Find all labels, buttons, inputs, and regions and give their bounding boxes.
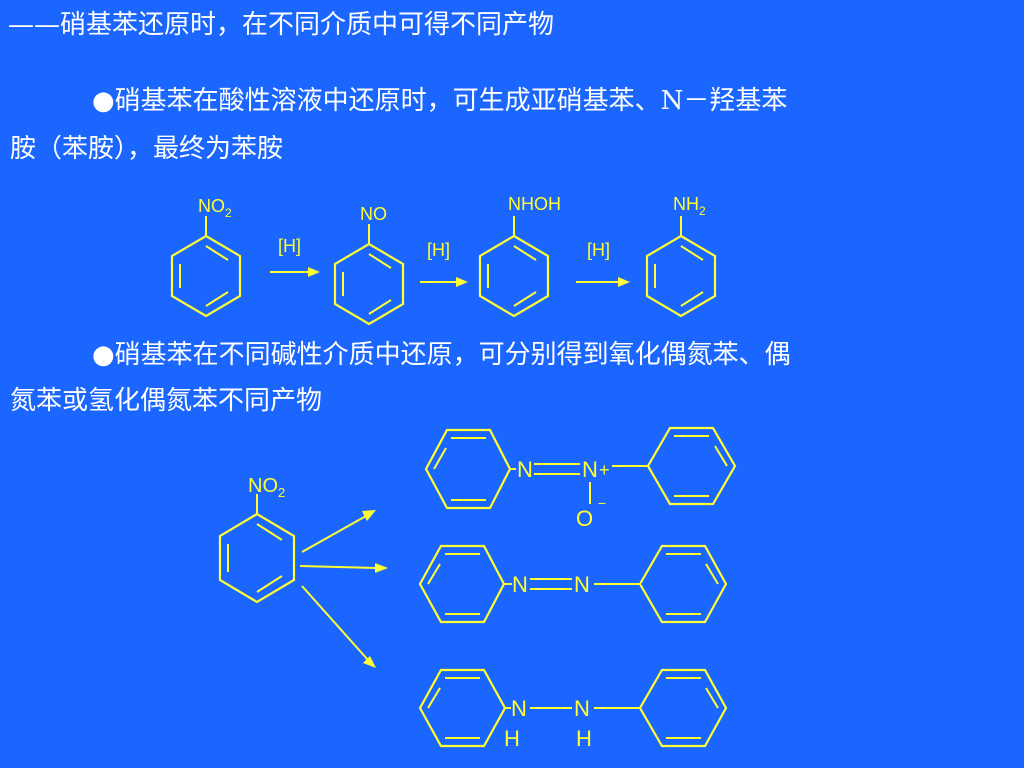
paragraph-basic-line2: 氮苯或氢化偶氮苯不同产物 <box>10 386 323 416</box>
paragraph-basic-line1: ●硝基苯在不同碱性介质中还原，可分别得到氧化偶氮苯、偶 <box>92 340 791 370</box>
reaction-arrow-2 <box>420 277 468 287</box>
azobenzene-structure: N N <box>418 544 728 624</box>
reaction-arrow-3 <box>576 277 630 287</box>
azoxy-plus-charge: + <box>599 460 610 480</box>
reagent-label-1: [H] <box>278 236 301 256</box>
azo-n1-label: N <box>512 572 528 597</box>
aniline-structure: NH2 <box>645 194 717 318</box>
azoxy-n2-label: N <box>582 457 598 482</box>
azoxy-minus-charge: − <box>598 495 606 511</box>
hydrazobenzene-structure: N H N H <box>418 668 728 751</box>
reaction-arrow-1 <box>270 267 320 277</box>
start-nitrobenzene-structure: NO2 <box>218 475 296 604</box>
slide-heading: ——硝基苯还原时，在不同介质中可得不同产物 <box>8 10 555 40</box>
scheme-acidic: NO2 [H] NO [H] <box>170 194 717 326</box>
hydrazo-h1-label: H <box>504 726 520 751</box>
paragraph-acidic-line2: 胺（苯胺），最终为苯胺 <box>10 134 284 164</box>
nitro-label: NO2 <box>198 196 232 220</box>
hydroxylamine-label: NHOH <box>508 194 561 214</box>
reagent-label-3: [H] <box>587 240 610 260</box>
nitrobenzene-structure: NO2 <box>170 196 242 318</box>
amine-label: NH2 <box>673 194 706 218</box>
scheme-basic: NO2 N <box>218 426 737 751</box>
azoxy-o-label: O <box>576 506 593 531</box>
branch-arrow-azo <box>299 563 388 573</box>
paragraph-acidic-line1: ●硝基苯在酸性溶液中还原时，可生成亚硝基苯、N－羟基苯 <box>92 86 788 116</box>
branch-arrow-hydrazo <box>301 585 376 668</box>
start-nitro-label: NO2 <box>248 475 285 500</box>
branch-arrow-azoxy <box>301 510 376 553</box>
hydrazo-n2-label: N <box>574 696 590 721</box>
reagent-label-2: [H] <box>427 240 450 260</box>
azoxybenzene-structure: N N + O − <box>424 426 737 531</box>
nitroso-label: NO <box>360 204 387 224</box>
nitrosobenzene-structure: NO <box>333 204 405 326</box>
azo-n2-label: N <box>574 572 590 597</box>
hydrazo-h2-label: H <box>576 726 592 751</box>
hydrazo-n1-label: N <box>511 696 527 721</box>
azoxy-n1-label: N <box>517 457 533 482</box>
phenylhydroxylamine-structure: NHOH <box>478 194 561 318</box>
